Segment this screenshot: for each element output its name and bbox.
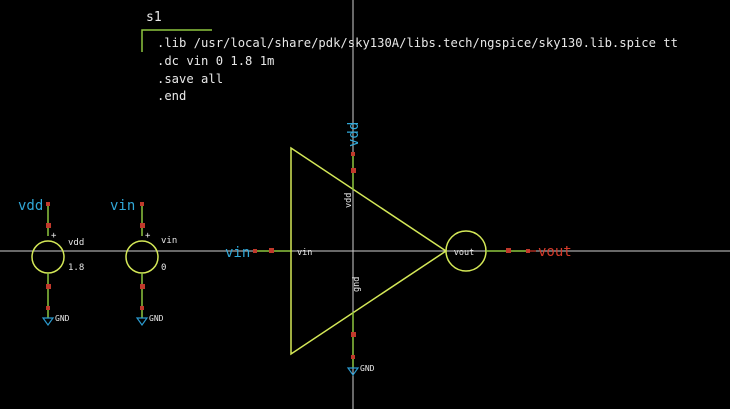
ground-label: GND [149,314,164,323]
pin-marker [351,152,355,156]
ground-symbol [41,317,55,327]
code-line: .end [157,89,186,103]
source-symbol [125,240,159,274]
vin-net-label: vin [110,198,135,214]
inverter-vdd-pin-label: vdd [344,193,354,208]
source-name: vin [161,236,177,246]
input-net-label[interactable]: vin [225,245,292,261]
ground-label: GND [55,314,70,323]
vdd-net-label: vdd [18,198,43,214]
inverter-input-pin-label: vin [297,248,312,258]
pin-marker [46,223,51,228]
source-value: 1.8 [68,263,84,273]
pin-marker [140,223,145,228]
pin-marker [351,332,356,337]
code-line: .dc vin 0 1.8 1m [157,54,274,68]
code-block[interactable]: s1 .lib /usr/local/share/pdk/sky130A/lib… [141,10,678,103]
pin-marker [351,355,355,359]
output-net[interactable]: vout [486,244,572,260]
inverter-triangle [290,146,448,356]
source-symbol [31,240,65,274]
vdd-voltage-source[interactable]: vdd + vdd 1.8 GND [18,198,84,327]
plus-sign: + [51,231,57,241]
inverter-vdd-label: vdd [346,122,362,147]
pin-marker [140,202,144,206]
pin-marker [140,306,144,310]
pin-marker [140,284,145,289]
inverter-gnd-connection[interactable]: GND [346,312,375,377]
ground-symbol [135,317,149,327]
pin-marker [46,284,51,289]
vout-net-label: vout [538,244,572,260]
ground-label: GND [360,364,375,373]
plus-sign: + [145,231,151,241]
code-block-frame [141,29,212,52]
code-line: .lib /usr/local/share/pdk/sky130A/libs.t… [157,36,678,50]
source-name: vdd [68,238,84,248]
code-line: .save all [157,72,223,86]
source-value: 0 [161,263,166,273]
inverter-gnd-pin-label: gnd [352,277,362,292]
ground-symbol [346,367,360,377]
vin-input-label: vin [225,245,250,261]
code-block-name: s1 [146,10,162,25]
pin-marker [253,249,257,253]
pin-marker [351,168,356,173]
inverter-output-pin-label: vout [454,248,474,258]
pin-marker [269,248,274,253]
vin-voltage-source[interactable]: vin + vin 0 GND [110,198,177,327]
pin-marker [46,202,50,206]
inverter-vdd-connection[interactable]: vdd [346,122,362,190]
pin-marker [506,248,511,253]
pin-marker [46,306,50,310]
